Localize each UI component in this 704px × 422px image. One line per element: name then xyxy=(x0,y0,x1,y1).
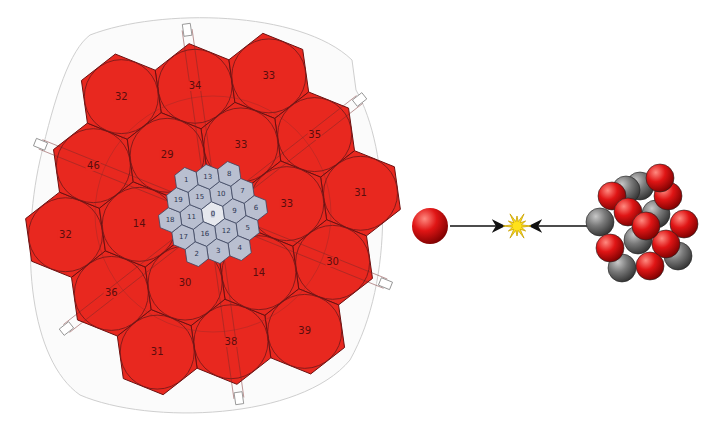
callout-number: 11 xyxy=(187,214,196,221)
inner-hexagon xyxy=(196,164,219,189)
callout-number: 7 xyxy=(240,187,244,194)
callout-number: 30 xyxy=(325,257,340,267)
crystal-outline xyxy=(278,98,352,172)
callout-number: 2 xyxy=(195,251,199,258)
callout-number: 4 xyxy=(237,245,241,252)
callout-number: 12 xyxy=(222,228,231,235)
scintillator-hexagon xyxy=(219,230,299,315)
callout-number: 10 xyxy=(217,190,226,197)
strap-edge xyxy=(63,96,356,325)
proton xyxy=(632,212,660,240)
inner-detector-cluster xyxy=(159,161,268,266)
callout-number: 29 xyxy=(160,150,175,160)
callout-number: 9 xyxy=(232,207,236,214)
inner-hexagon xyxy=(175,167,198,192)
support-ring xyxy=(95,96,331,332)
callout-number: 1 xyxy=(184,176,188,183)
callout-number: 33 xyxy=(234,140,249,150)
scintillator-hexagon xyxy=(127,113,207,198)
callout-number: 14 xyxy=(132,219,147,229)
target-nucleus xyxy=(586,164,698,282)
crystal-outline xyxy=(158,49,232,123)
crystal-outline xyxy=(232,39,306,113)
callout-number: 31 xyxy=(353,188,368,198)
crystal-outline xyxy=(130,118,204,192)
mounting-straps xyxy=(33,23,392,404)
crystal-outline xyxy=(120,315,194,389)
crystal-outline xyxy=(56,129,130,203)
callout-number: 46 xyxy=(86,161,101,171)
crystal-outline xyxy=(222,236,296,310)
callout-number: 8 xyxy=(227,170,231,177)
strap-clamp xyxy=(59,322,73,336)
callout-number: 32 xyxy=(114,92,129,102)
callout-number: 19 xyxy=(174,196,183,203)
beam-arrow xyxy=(450,225,504,227)
callout-number: 3 xyxy=(216,248,220,255)
callout-number: 31 xyxy=(150,347,165,357)
collision-flash xyxy=(503,214,531,238)
crystal-outline xyxy=(194,305,268,379)
inner-hexagon xyxy=(228,236,251,261)
callout-number: 14 xyxy=(251,268,266,278)
callout-number: 30 xyxy=(178,278,193,288)
inner-hexagon xyxy=(207,239,230,264)
proton xyxy=(596,234,624,262)
crystal-outline xyxy=(74,256,148,330)
target-arrow xyxy=(530,225,596,227)
callout-number: 17 xyxy=(179,234,188,241)
strap-edge xyxy=(70,103,363,332)
callout-number: 34 xyxy=(188,81,203,91)
strap-clamp xyxy=(378,278,392,290)
neutron xyxy=(586,208,614,236)
callout-number: 38 xyxy=(224,337,239,347)
strap-clamp xyxy=(234,392,244,405)
scintillator-array xyxy=(26,33,401,394)
callout-number: 39 xyxy=(297,326,312,336)
proton xyxy=(646,164,674,192)
callout-number: 5 xyxy=(246,225,250,232)
callout-number: 36 xyxy=(104,288,119,298)
crystal-outline xyxy=(324,156,398,230)
callout-number: 33 xyxy=(261,71,276,81)
callout-number: 13 xyxy=(203,173,212,180)
strap-clamp xyxy=(182,23,192,36)
projectile xyxy=(412,208,448,244)
callout-number: 16 xyxy=(200,231,209,238)
strap-edge xyxy=(42,140,387,279)
callout-number: 18 xyxy=(166,217,175,224)
strap-edge xyxy=(39,149,384,288)
crystal-outline xyxy=(296,225,370,299)
strap-clamp xyxy=(352,93,366,107)
callout-number: 35 xyxy=(307,130,322,140)
callout-number: 0 xyxy=(211,211,215,218)
callout-number: 33 xyxy=(279,199,294,209)
callout-number: 32 xyxy=(58,230,73,240)
proton xyxy=(636,252,664,280)
crystal-outline xyxy=(29,198,103,272)
crystal-outline xyxy=(84,60,158,134)
callout-number: 15 xyxy=(195,193,204,200)
strap-clamp xyxy=(33,138,47,150)
callout-number: 6 xyxy=(254,204,258,211)
crystal-outline xyxy=(268,294,342,368)
